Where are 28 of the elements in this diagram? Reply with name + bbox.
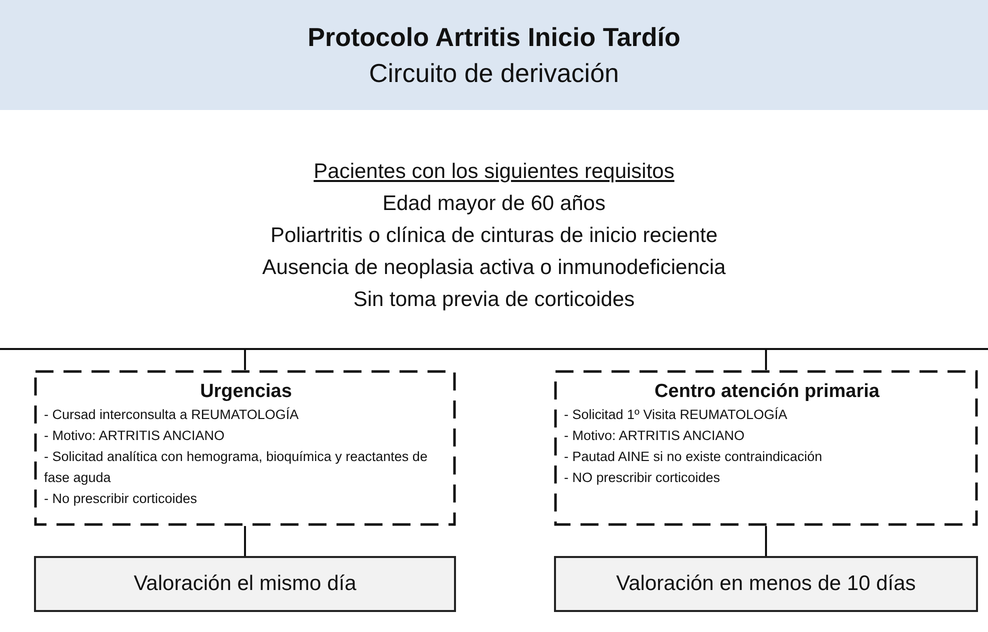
connector-line [765, 526, 767, 556]
dashed-box [34, 370, 456, 526]
connector-line [244, 526, 246, 556]
list-item: - Motivo: ARTRITIS ANCIANO [564, 427, 746, 445]
requirement-text: Poliartritis o clínica de cinturas de inicio reciente [270, 224, 718, 247]
title: Protocolo Artritis Inicio Tardío [306, 22, 682, 53]
list-item: - Motivo: ARTRITIS ANCIANO [44, 427, 226, 445]
title-band [0, 0, 988, 110]
list-item: - Cursad interconsulta a REUMATOLOGÍA [44, 406, 300, 424]
outcome-box [34, 556, 456, 612]
list-item: - Pautad AINE si no existe contraindicación [564, 448, 824, 466]
box-heading: Urgencias [199, 380, 293, 404]
list-item: - Solicitad 1º Visita REUMATOLOGÍA [564, 406, 788, 424]
subtitle: Circuito de derivación [368, 58, 620, 89]
outcome-box [554, 556, 978, 612]
outcome-text: Valoración el mismo día [134, 572, 356, 596]
dashed-box [554, 370, 978, 526]
list-item: - NO prescribir corticoides [564, 469, 722, 487]
list-item: - No prescribir corticoides [44, 490, 198, 508]
requirement-text: Sin toma previa de corticoides [353, 288, 635, 311]
connector-line [244, 350, 246, 370]
requirement-text: Ausencia de neoplasia activa o inmunodeficiencia [262, 256, 726, 279]
requirement-text: Edad mayor de 60 años [382, 192, 606, 215]
requirements-heading: Pacientes con los siguientes requisitos [314, 160, 674, 183]
box-heading: Centro atención primaria [654, 380, 880, 404]
connector-line [765, 350, 767, 370]
outcome-text: Valoración en menos de 10 días [616, 572, 916, 596]
list-item: - Solicitad analítica con hemograma, bioquímica y reactantes de fase aguda [44, 448, 428, 487]
